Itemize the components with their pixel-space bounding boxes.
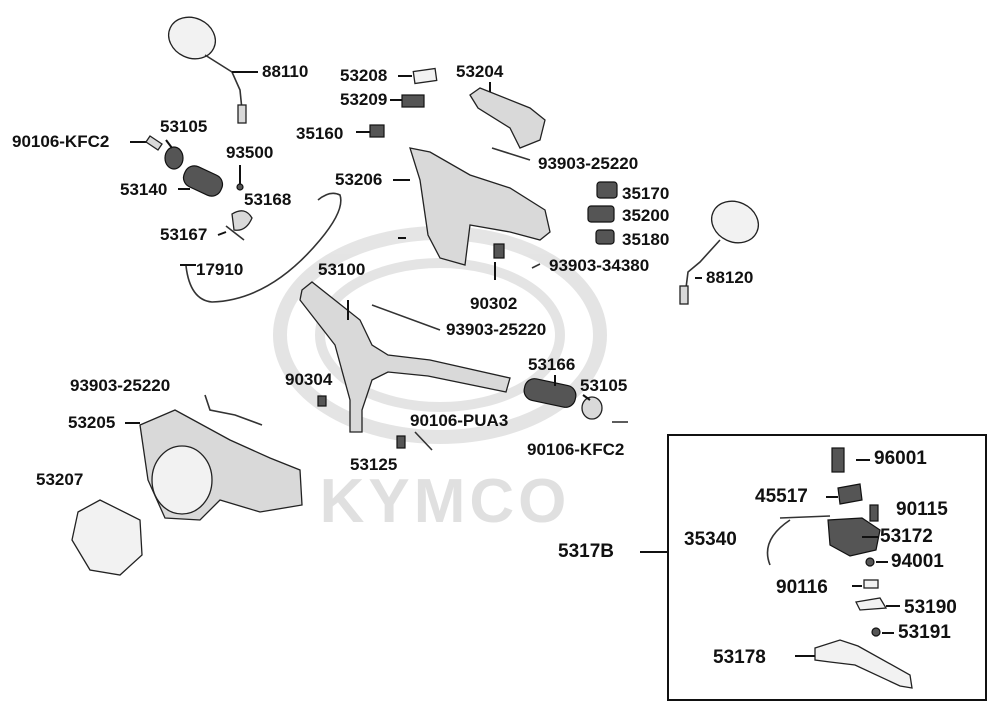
part-label-53172: 53172: [880, 526, 933, 547]
part-label-53140: 53140: [120, 180, 168, 199]
part-label-53191: 53191: [898, 622, 951, 643]
part-label-53206: 53206: [335, 170, 383, 189]
part-label-90304: 90304: [285, 370, 333, 389]
part-label-96001: 96001: [874, 448, 927, 469]
part-label-53125: 53125: [350, 455, 398, 474]
part-label-53204: 53204: [456, 62, 504, 81]
part-label-53105-right: 53105: [580, 376, 628, 395]
part-label-53208: 53208: [340, 66, 388, 85]
part-label-88110: 88110: [262, 62, 309, 81]
part-label-90106-pua3: 90106-PUA3: [410, 411, 509, 430]
part-label-90106-kfc2-top: 90106-KFC2: [12, 132, 110, 151]
part-label-35200: 35200: [622, 206, 670, 225]
headlight-lens-part: [71, 499, 143, 576]
part-label-93500: 93500: [226, 143, 274, 162]
part-label-53209: 53209: [340, 90, 388, 109]
part-label-45517: 45517: [755, 486, 808, 507]
part-label-35160: 35160: [296, 124, 344, 143]
left-throttle-parts: [130, 135, 253, 241]
part-label-93903-34380: 93903-34380: [549, 256, 650, 275]
part-label-93903-25220-top: 93903-25220: [538, 154, 639, 173]
part-label-88120: 88120: [706, 268, 754, 287]
part-label-5317b: 5317B: [558, 541, 614, 562]
part-label-53105-top: 53105: [160, 117, 208, 136]
lever-assembly-parts: [766, 447, 913, 689]
right-mirror-part: [679, 200, 759, 305]
right-grip-part: [523, 378, 577, 408]
part-label-35170: 35170: [622, 184, 670, 203]
part-label-35180: 35180: [622, 230, 670, 249]
part-label-53167: 53167: [160, 225, 208, 244]
part-label-35340: 35340: [684, 529, 737, 550]
part-label-90116: 90116: [776, 577, 828, 598]
throttle-cable-part: [185, 192, 342, 303]
part-label-93903-25220-left: 93903-25220: [70, 376, 171, 395]
watermark-text: KYMCO: [320, 467, 571, 536]
handlebar-part: [299, 281, 511, 433]
part-label-17910: 17910: [196, 260, 244, 279]
part-label-53205: 53205: [68, 413, 116, 432]
part-label-90106-kfc2-right: 90106-KFC2: [527, 440, 625, 459]
part-label-53207: 53207: [36, 470, 84, 489]
front-handle-cover-part: [125, 394, 303, 521]
screw-top-part: [491, 147, 531, 161]
switch-parts: [587, 181, 618, 245]
part-label-93903-25220-mid: 93903-25220: [446, 320, 547, 339]
rear-handle-cover-part: [409, 147, 551, 266]
handle-cover-part: [469, 87, 546, 149]
left-mirror-part: [168, 16, 258, 124]
part-label-53100: 53100: [318, 260, 366, 279]
part-label-53166: 53166: [528, 355, 576, 374]
assembly-5317b-frame: [667, 434, 987, 701]
part-label-90302: 90302: [470, 294, 518, 313]
part-label-53178: 53178: [713, 647, 766, 668]
part-label-53190: 53190: [904, 597, 957, 618]
part-label-53168: 53168: [244, 190, 292, 209]
clip-parts: [356, 67, 438, 138]
part-label-90115: 90115: [896, 499, 948, 520]
part-label-94001: 94001: [891, 551, 944, 572]
